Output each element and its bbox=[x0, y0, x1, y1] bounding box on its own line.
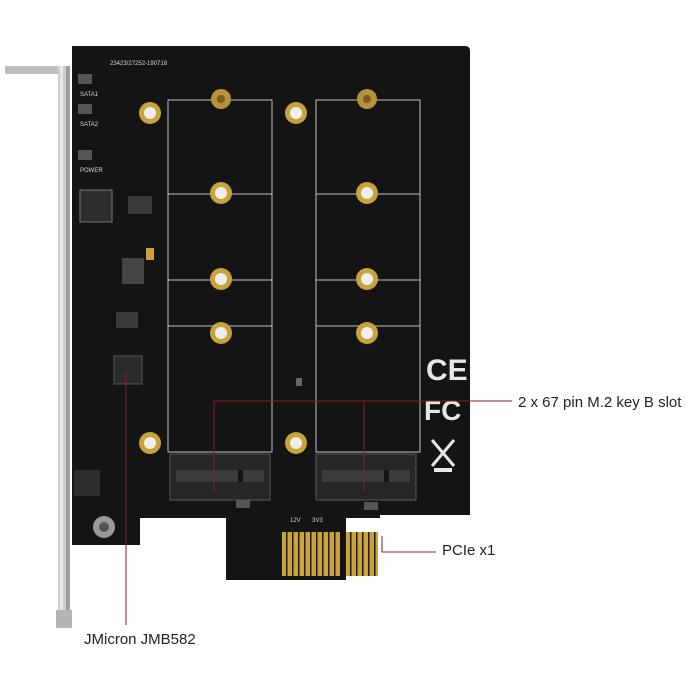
m2-socket-left bbox=[169, 453, 271, 501]
pcie-callout-label: PCIe x1 bbox=[442, 542, 496, 559]
silkscreen-text: 23423/27252-190718 SATA1 SATA2 POWER 12V… bbox=[80, 61, 323, 524]
pcb-board: CE FC 23423/27252-190718 SATA1 SATA2 POW… bbox=[72, 46, 470, 580]
standoff-screws bbox=[93, 89, 377, 538]
mounting-bracket bbox=[5, 66, 72, 628]
led-label-power: POWER bbox=[80, 168, 103, 174]
led-label-sata2: SATA2 bbox=[80, 122, 99, 128]
svg-text:FC: FC bbox=[424, 395, 461, 426]
controller-callout-label: JMicron JMB582 bbox=[84, 631, 196, 648]
svg-text:CE: CE bbox=[426, 354, 468, 387]
certification-marks: CE FC bbox=[424, 354, 468, 472]
smd-components bbox=[74, 74, 378, 510]
callout-lines bbox=[125, 372, 512, 625]
m2-socket-right bbox=[315, 453, 417, 501]
jmicron-controller-chip bbox=[113, 355, 143, 385]
voltage-label-12v: 12V bbox=[290, 518, 301, 524]
m2-slot-callout-label: 2 x 67 pin M.2 key B slot bbox=[518, 394, 682, 411]
pcie-x1-connector bbox=[282, 532, 378, 576]
part-number: 23423/27252-190718 bbox=[110, 61, 168, 67]
voltage-label-3v3: 3V3 bbox=[312, 518, 323, 524]
led-label-sata1: SATA1 bbox=[80, 92, 99, 98]
mounting-holes bbox=[139, 102, 378, 454]
